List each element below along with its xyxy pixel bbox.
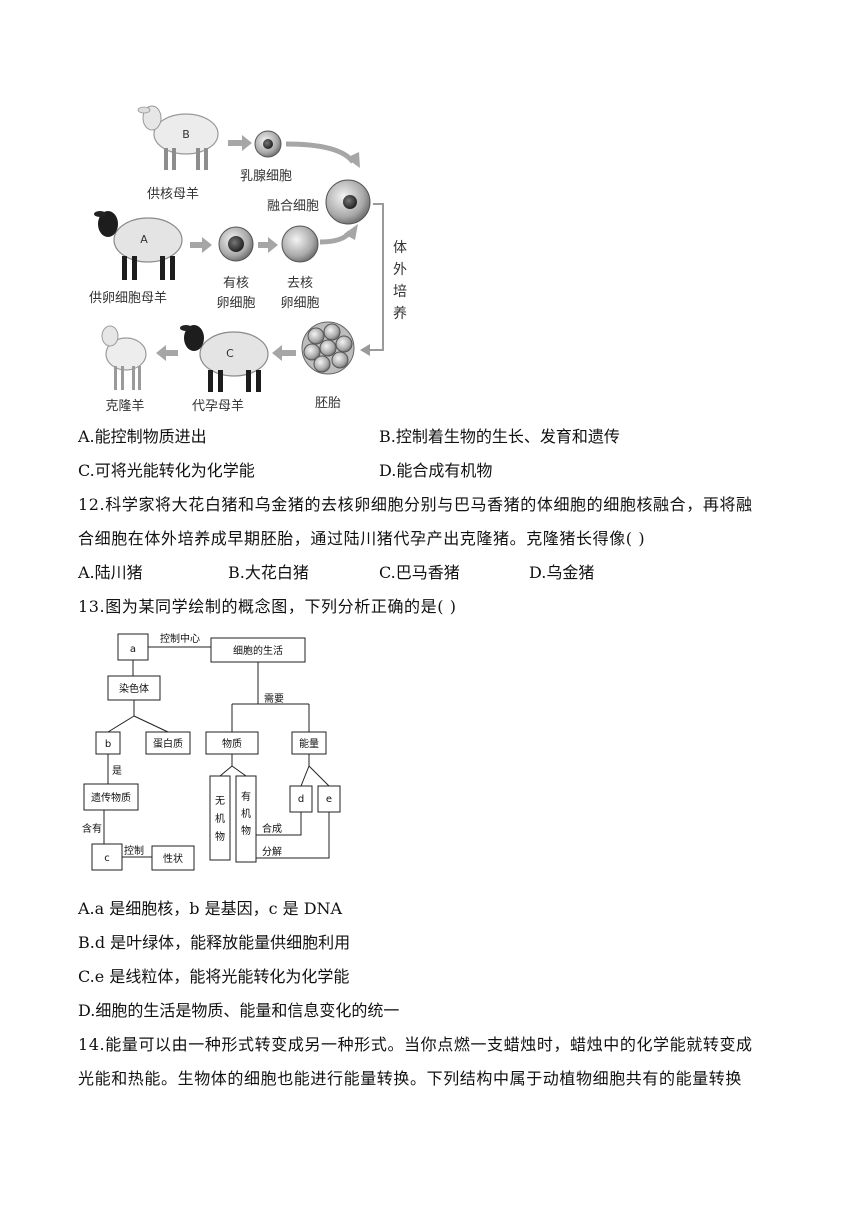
q11-option-b[interactable]: B.控制着生物的生长、发育和遗传 (379, 427, 620, 446)
surrogate-ewe-image (180, 325, 269, 392)
label-c: C (226, 347, 234, 360)
q11-option-d[interactable]: D.能合成有机物 (379, 461, 493, 480)
control-center-label: 控制中心 (160, 632, 200, 645)
concept-protein: 蛋白质 (153, 737, 183, 750)
enucleated-egg-image (281, 225, 319, 263)
q11-option-a[interactable]: A.能控制物质进出 (78, 427, 207, 446)
concept-inorganic-2: 机 (215, 812, 225, 825)
concept-cell-life: 细胞的生活 (233, 644, 283, 657)
concept-e: e (326, 794, 332, 805)
q11-option-c[interactable]: C.可将光能转化为化学能 (78, 461, 255, 480)
in-vitro-char-4: 养 (393, 306, 407, 322)
egg-nucleus (228, 236, 244, 252)
contains-label: 含有 (82, 822, 102, 835)
donor-nucleus-ewe-image (137, 105, 219, 170)
embryo-image (301, 321, 355, 375)
embryo-label: 胚胎 (315, 396, 341, 411)
arrow-mammary-to-fused (285, 141, 356, 164)
cloning-diagram: B 供核母羊 乳腺细胞 融合细胞 A 供卵细胞母羊 有核 卵细胞 去核 (89, 105, 407, 414)
label-a: A (140, 233, 148, 246)
enucleated-egg-label-1: 去核 (287, 276, 313, 291)
arrow-a-to-egg (190, 237, 212, 253)
concept-genetic-material: 遗传物质 (91, 791, 131, 804)
mammary-nucleus (263, 139, 273, 149)
concept-energy: 能量 (299, 737, 319, 750)
concept-matter: 物质 (222, 737, 242, 750)
mammary-cell-label: 乳腺细胞 (240, 169, 292, 184)
enucleated-egg-label-2: 卵细胞 (280, 296, 319, 311)
q12-option-d[interactable]: D.乌金猪 (529, 563, 595, 582)
arrow-egg-to-enucleated (258, 237, 278, 253)
q13-stem: 13.图为某同学绘制的概念图，下列分析正确的是( ) (78, 597, 457, 616)
donor-egg-ewe-image (94, 211, 183, 280)
box-traits (151, 845, 195, 871)
controls-label: 控制 (124, 844, 144, 857)
q12-option-b[interactable]: B.大花白猪 (228, 563, 309, 582)
fused-nucleus (343, 195, 357, 209)
arrow-embryo-to-c (272, 345, 296, 361)
donor-egg-ewe-label: 供卵细胞母羊 (89, 290, 167, 306)
q12-stem-line-1: 12.科学家将大花白猪和乌金猪的去核卵细胞分别与巴马香猪的体细胞的细胞核融合，再… (78, 495, 753, 514)
box-genetic-material (83, 783, 139, 811)
nucleated-egg-label-1: 有核 (223, 276, 249, 291)
q13-option-a[interactable]: A.a 是细胞核，b 是基因，c 是 DNA (78, 899, 343, 918)
clone-sheep-label: 克隆羊 (105, 398, 144, 414)
donor-nucleus-ewe-label: 供核母羊 (147, 186, 199, 202)
in-vitro-char-2: 外 (393, 262, 407, 278)
q12-option-c[interactable]: C.巴马香猪 (379, 563, 460, 582)
concept-d: d (298, 794, 304, 805)
concept-traits: 性状 (163, 852, 183, 865)
concept-inorganic-3: 物 (215, 830, 225, 843)
q14-stem-line-1: 14.能量可以由一种形式转变成另一种形式。当你点燃一支蜡烛时，蜡烛中的化学能就转… (78, 1035, 753, 1054)
concept-b: b (105, 739, 111, 750)
synthesis-label: 合成 (262, 822, 282, 835)
arrow-b-to-mammary (228, 135, 252, 151)
nucleated-egg-label-2: 卵细胞 (216, 296, 255, 311)
fused-cell-label: 融合细胞 (267, 199, 319, 214)
concept-inorganic-1: 无 (215, 796, 225, 807)
culture-bracket (370, 203, 384, 351)
concept-map: a 控制中心 细胞的生活 染色体 需要 b 蛋白质 物质 能量 是 遗传物质 无… (82, 632, 341, 871)
concept-organic-1: 有 (241, 790, 251, 803)
label-b: B (182, 128, 190, 141)
concept-c: c (104, 853, 110, 864)
in-vitro-char-1: 体 (393, 240, 407, 256)
clone-sheep-image (101, 325, 147, 390)
needs-label: 需要 (264, 693, 284, 705)
concept-organic-3: 物 (241, 824, 251, 837)
concept-a: a (130, 644, 136, 655)
q13-option-c[interactable]: C.e 是线粒体，能将光能转化为化学能 (78, 967, 350, 986)
q12-stem-line-2: 合细胞在体外培养成早期胚胎，通过陆川猪代孕产出克隆猪。克隆猪长得像( ) (78, 529, 646, 548)
is-label: 是 (112, 765, 122, 777)
surrogate-ewe-label: 代孕母羊 (192, 398, 244, 414)
arrow-c-to-clone (156, 345, 178, 361)
in-vitro-char-3: 培 (393, 284, 407, 300)
concept-organic-2: 机 (241, 807, 251, 820)
q14-stem-line-2: 光能和热能。生物体的细胞也能进行能量转换。下列结构中属于动植物细胞共有的能量转换 (78, 1069, 743, 1088)
q13-option-b[interactable]: B.d 是叶绿体，能释放能量供细胞利用 (78, 933, 351, 952)
concept-chromosome: 染色体 (119, 682, 149, 695)
q12-option-a[interactable]: A.陆川猪 (78, 563, 143, 582)
q13-option-d[interactable]: D.细胞的生活是物质、能量和信息变化的统一 (78, 1001, 400, 1020)
decompose-label: 分解 (262, 845, 282, 858)
